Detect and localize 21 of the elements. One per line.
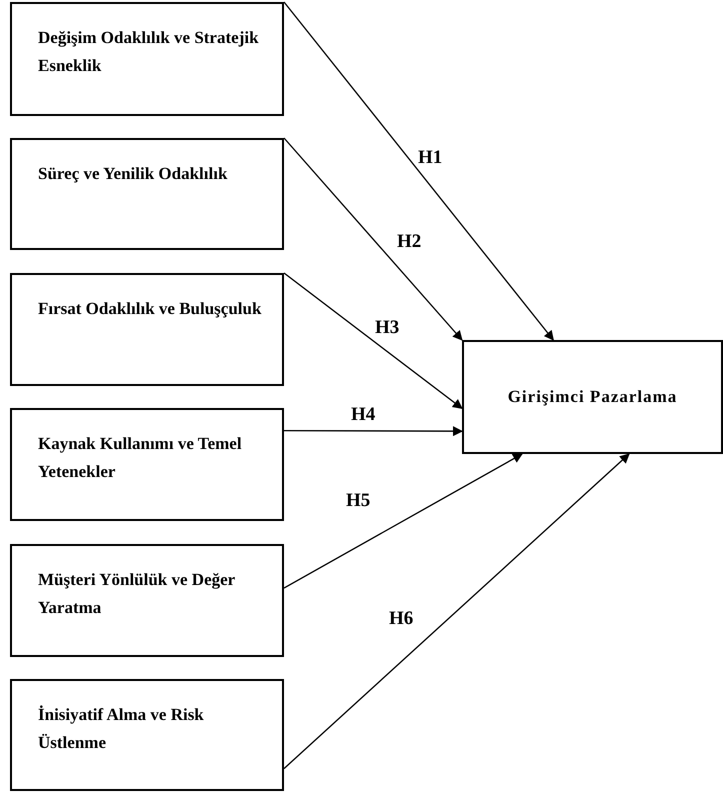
- arrow: [284, 2, 554, 341]
- node-text: Fırsat Odaklılık ve Buluşçuluk: [38, 298, 262, 320]
- node-text: Süreç ve Yenilik Odaklılık: [38, 163, 228, 185]
- node-text: Değişim Odaklılık ve Stratejik Esneklik: [38, 27, 260, 77]
- construct-box: [10, 273, 284, 386]
- construct-box: [10, 544, 284, 657]
- node-text: Kaynak Kullanımı ve Temel Yetenekler: [38, 433, 243, 483]
- construct-box: [10, 679, 284, 791]
- construct-box: [10, 408, 284, 521]
- arrow: [284, 453, 523, 589]
- node-text: Müşteri Yönlülük ve Değer Yaratma: [38, 569, 236, 619]
- arrow: [284, 272, 463, 409]
- arrow: [284, 453, 630, 770]
- construct-box: [10, 2, 284, 116]
- node-text: Girişimci Pazarlama: [508, 386, 678, 408]
- edge-label: H1: [417, 148, 444, 168]
- arrow: [284, 426, 463, 436]
- arrow: [284, 138, 463, 341]
- node-text: İnisiyatif Alma ve Risk Üstlenme: [38, 704, 205, 754]
- outcome-box: [462, 340, 723, 454]
- construct-box: [10, 138, 284, 250]
